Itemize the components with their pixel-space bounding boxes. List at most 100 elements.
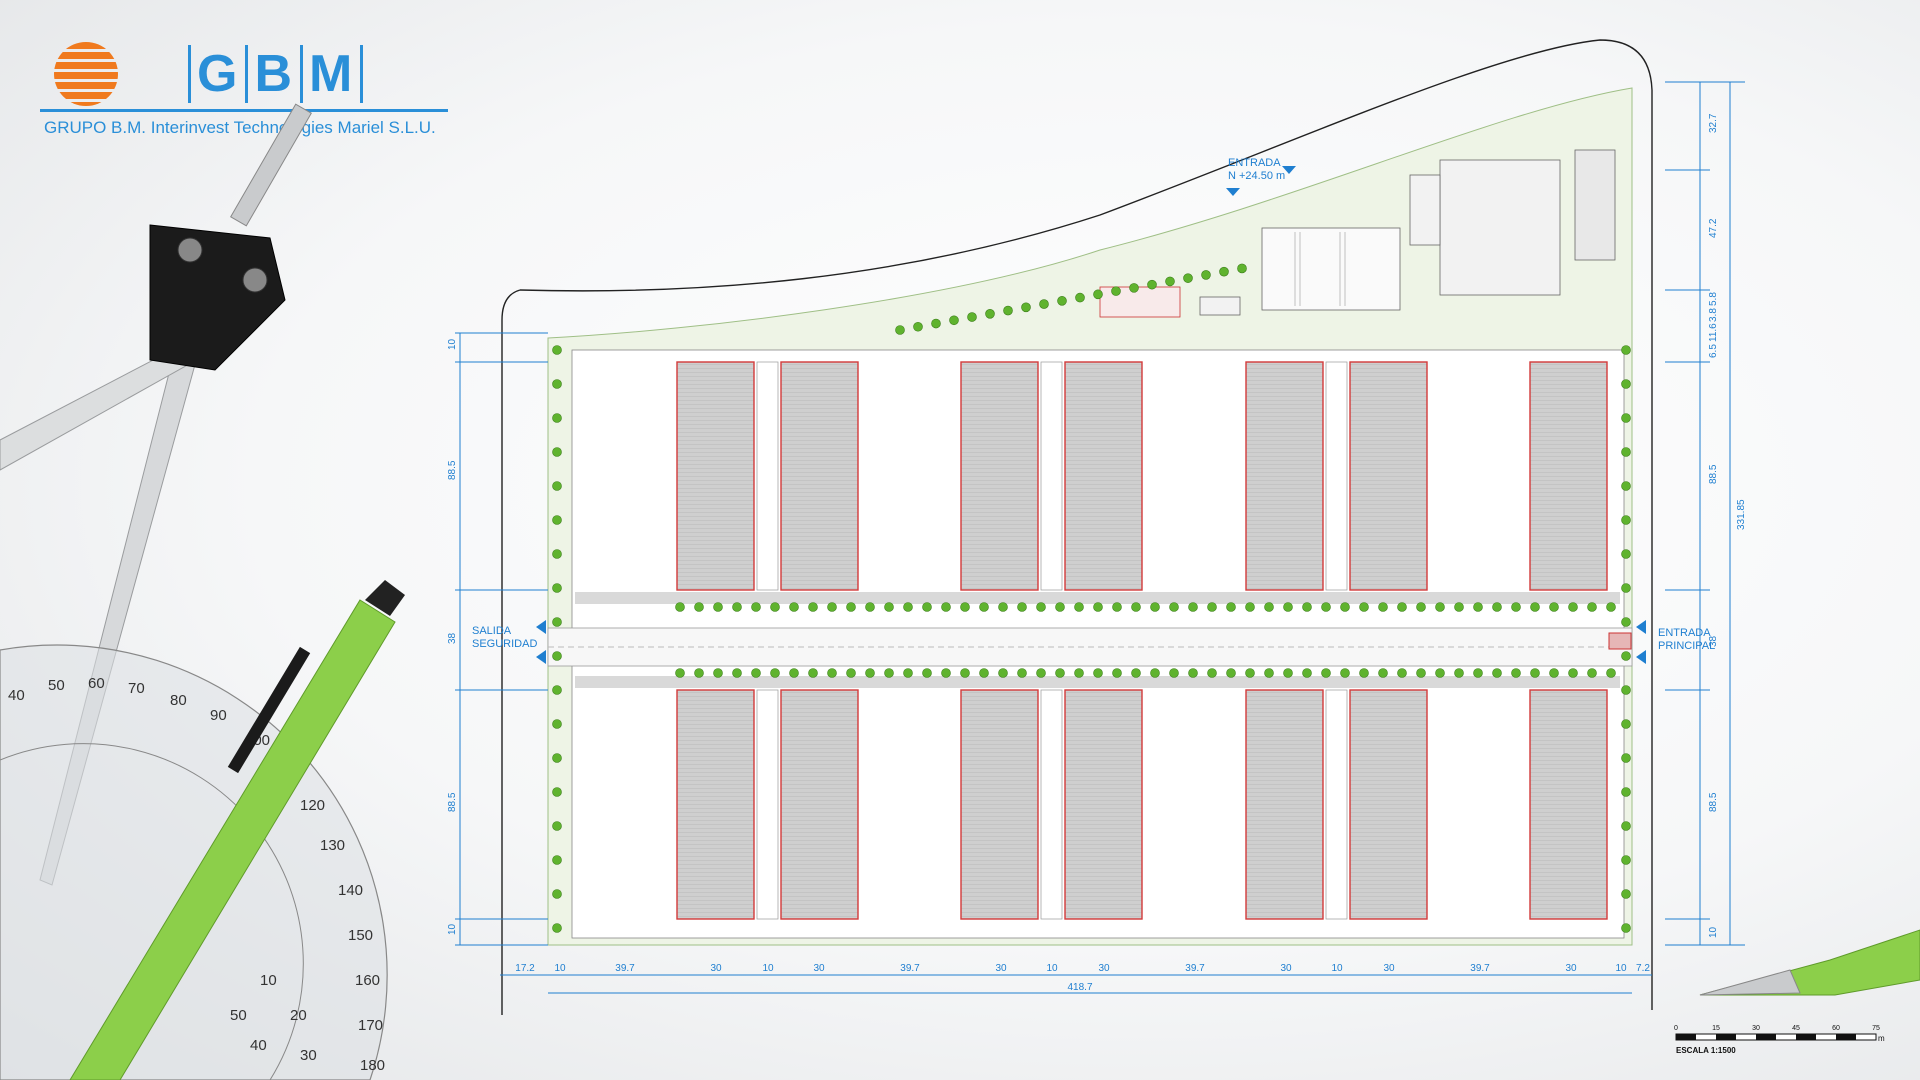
tree-icon — [1302, 602, 1312, 612]
logo-letter: G — [188, 45, 245, 103]
tree-icon — [1264, 602, 1274, 612]
warehouse — [1245, 361, 1324, 591]
warehouse — [1064, 361, 1143, 591]
tree-icon — [1207, 602, 1217, 612]
tree-icon — [1492, 668, 1502, 678]
protractor-number: 40 — [8, 687, 25, 704]
warehouse-group-north — [676, 361, 1608, 591]
tree-icon — [1621, 889, 1631, 899]
dim-bottom: 10 — [762, 963, 774, 974]
tree-icon — [1492, 602, 1502, 612]
office-complex — [1099, 149, 1616, 318]
scale-tick-label: 0 — [1674, 1025, 1678, 1032]
tree-icon — [922, 602, 932, 612]
tree-icon — [1021, 302, 1031, 313]
warehouse — [960, 361, 1039, 591]
tree-icon — [1003, 305, 1013, 316]
tree-icon — [1169, 602, 1179, 612]
tree-icon — [1321, 602, 1331, 612]
protractor-number: 120 — [300, 797, 325, 814]
pen-tool — [69, 580, 405, 1080]
tree-icon — [1150, 602, 1160, 612]
tree-icon — [1587, 668, 1597, 678]
tree-icon — [1017, 602, 1027, 612]
warehouse — [1529, 689, 1608, 920]
protractor-number: 70 — [128, 680, 145, 697]
protractor-number: 40 — [250, 1037, 267, 1054]
service-corridors — [756, 361, 1348, 920]
tree-icon — [1226, 668, 1236, 678]
tree-icon — [751, 602, 761, 612]
tree-icon — [808, 602, 818, 612]
tree-icon — [1621, 855, 1631, 865]
dimension-lines — [455, 81, 1745, 994]
loading-strip-top — [575, 592, 1620, 604]
tree-icon — [552, 617, 562, 627]
tree-icon — [675, 668, 685, 678]
tree-icon — [941, 602, 951, 612]
tree-icon — [552, 413, 562, 423]
tree-icon — [1245, 602, 1255, 612]
tree-icon — [694, 668, 704, 678]
dim-left: 10 — [447, 923, 458, 935]
logo-letter: B — [245, 45, 300, 103]
tree-icon — [967, 312, 977, 322]
tree-icon — [1568, 602, 1578, 612]
tree-icon — [1416, 602, 1426, 612]
protractor-number: 60 — [88, 675, 105, 692]
tree-icon — [1129, 283, 1139, 293]
guard-booth — [1608, 632, 1632, 650]
arrow-left-icon — [536, 650, 546, 664]
parking-lines — [1294, 232, 1346, 306]
tree-icon — [552, 889, 562, 899]
tree-icon — [1074, 668, 1084, 678]
dim-right: 32.7 — [1708, 113, 1719, 133]
warehouse — [780, 689, 859, 920]
dim-right: 10 — [1708, 926, 1719, 938]
tree-icon — [979, 668, 989, 678]
warehouse — [676, 361, 755, 591]
sun-logo-icon — [54, 42, 118, 106]
tree-icon — [1055, 668, 1065, 678]
tree-icon — [1621, 617, 1631, 627]
tree-icon — [895, 325, 905, 335]
tree-icon — [1621, 651, 1631, 661]
tree-icon — [1473, 602, 1483, 612]
tree-icon — [1549, 668, 1559, 678]
tree-icon — [1093, 602, 1103, 612]
tree-icon — [913, 321, 923, 332]
tree-icon — [1621, 345, 1631, 355]
tree-icon — [846, 602, 856, 612]
dim-right: 88.5 — [1708, 464, 1719, 484]
protractor-number: 30 — [300, 1047, 317, 1064]
tree-icon — [1530, 602, 1540, 612]
tree-icon — [1055, 602, 1065, 612]
dim-right: 11.6 — [1708, 323, 1719, 342]
trees — [552, 263, 1631, 933]
tree-icon — [1226, 602, 1236, 612]
tree-icon — [789, 668, 799, 678]
tree-icon — [1017, 668, 1027, 678]
protractor-number: 50 — [230, 1007, 247, 1024]
tree-icon — [1131, 668, 1141, 678]
dim-bottom: 10 — [1046, 963, 1058, 974]
tree-icon — [1150, 668, 1160, 678]
dim-left: 38 — [447, 632, 458, 644]
dim-left: 10 — [447, 338, 458, 350]
dim-bottom: 10 — [1331, 963, 1343, 974]
tree-icon — [1530, 668, 1540, 678]
tree-icon — [552, 753, 562, 763]
tree-icon — [846, 668, 856, 678]
dim-bottom: 10 — [1615, 963, 1627, 974]
tree-icon — [922, 668, 932, 678]
tree-icon — [770, 602, 780, 612]
protractor-number: 140 — [338, 882, 363, 899]
tree-icon — [1454, 602, 1464, 612]
protractor-number: 80 — [170, 692, 187, 709]
tree-icon — [732, 668, 742, 678]
scale-tick-label: 15 — [1712, 1025, 1720, 1032]
dim-bottom: 39.7 — [1470, 963, 1490, 974]
arrow-down-icon — [1226, 188, 1240, 196]
tree-icon — [713, 668, 723, 678]
tree-icon — [1621, 923, 1631, 933]
